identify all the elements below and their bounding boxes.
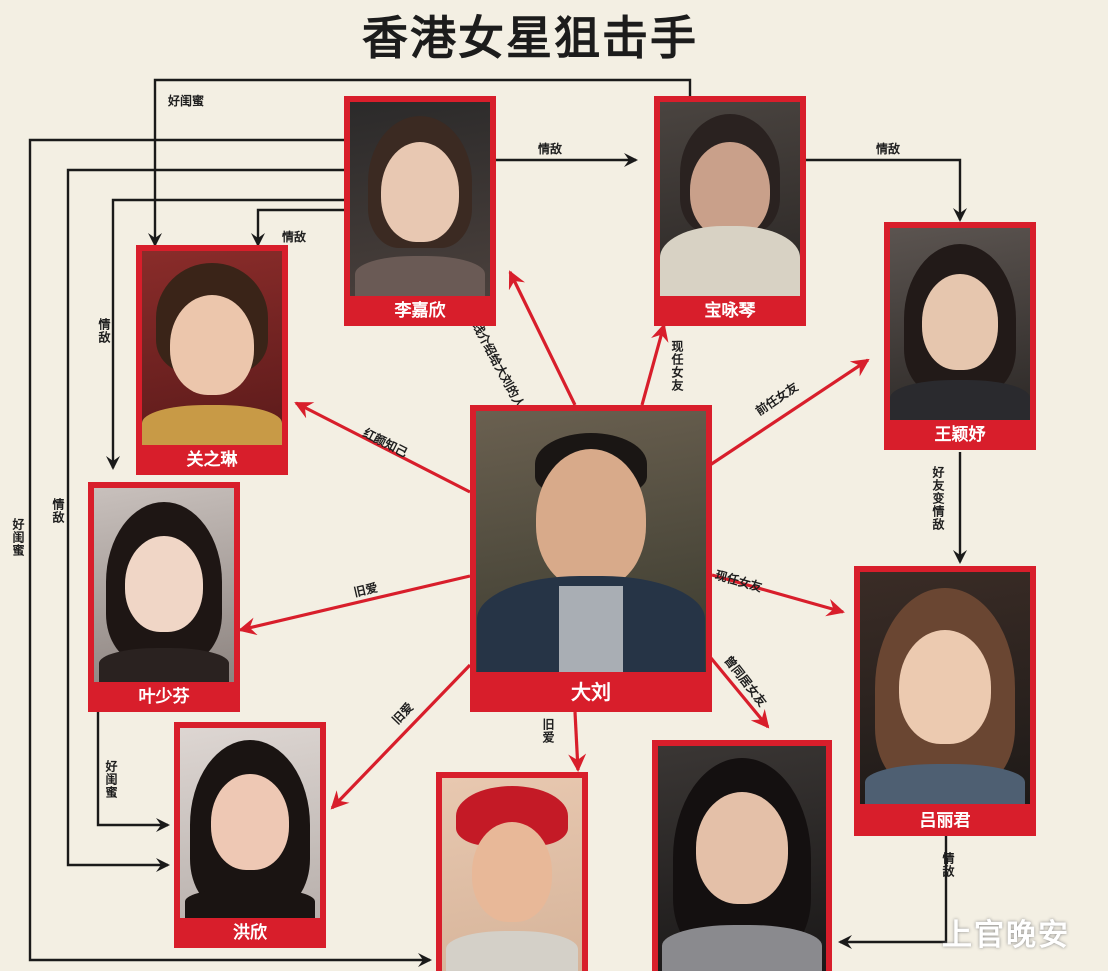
edge-ye-hong bbox=[96, 712, 170, 832]
edge-top-guimi bbox=[148, 78, 692, 247]
edge-left-loop2 bbox=[66, 168, 345, 872]
label-hao-guimi-far-left: 好闺蜜 bbox=[11, 518, 25, 557]
label-hao-guimi-top: 好闺蜜 bbox=[168, 94, 205, 108]
name-da-liu: 大刘 bbox=[571, 680, 611, 704]
photo-ye-shaofen bbox=[94, 488, 234, 682]
label-bottom-jiuai: 旧爱 bbox=[541, 718, 555, 744]
edge-bao-wang bbox=[806, 158, 967, 222]
name-wang-yingyu: 王颖妤 bbox=[934, 425, 986, 445]
label-qingdi-left: 情敌 bbox=[97, 318, 111, 344]
red-to-bottom-right bbox=[704, 650, 770, 729]
red-to-bottom bbox=[568, 711, 587, 772]
name-guan-zhilin: 关之琳 bbox=[186, 450, 238, 470]
card-bottom-right bbox=[652, 740, 832, 971]
photo-bottom-right bbox=[658, 746, 826, 971]
red-to-guan bbox=[294, 401, 471, 494]
name-bao-yuqin: 宝咏琴 bbox=[704, 301, 756, 321]
watermark: 上官晚安 bbox=[942, 918, 1070, 953]
card-da-liu: 大刘 bbox=[470, 405, 712, 712]
label-wang-lv: 好友变情敌 bbox=[931, 466, 945, 531]
label-qingdi-li-bao: 情敌 bbox=[538, 142, 563, 156]
name-lv-liping: 吕丽君 bbox=[919, 811, 971, 831]
edge-far-left bbox=[28, 138, 432, 967]
card-guan-zhilin: 关之琳 bbox=[136, 245, 288, 475]
red-to-bao bbox=[640, 323, 669, 406]
photo-hong-xin bbox=[180, 728, 320, 918]
name-li-jiaxin: 李嘉欣 bbox=[394, 301, 446, 321]
red-to-lv bbox=[711, 573, 845, 617]
card-bottom-center bbox=[436, 772, 588, 971]
edge-left-loop1 bbox=[106, 198, 345, 470]
card-bao-yuqin: 宝咏琴 bbox=[654, 96, 806, 326]
card-wang-yingyu: 王颖妤 bbox=[884, 222, 1036, 450]
red-to-hong bbox=[330, 663, 472, 810]
photo-da-liu bbox=[476, 411, 706, 672]
edge-lv-bottom bbox=[838, 836, 948, 949]
name-hong-xin: 洪欣 bbox=[233, 923, 267, 943]
photo-lv-liping bbox=[860, 572, 1030, 804]
label-qingdi-li-guan: 情敌 bbox=[282, 230, 307, 244]
label-bao-partner: 现任女友 bbox=[670, 340, 684, 392]
edge-li-guan bbox=[251, 208, 345, 247]
name-ye-shaofen: 叶少芬 bbox=[138, 687, 190, 707]
photo-bottom-center bbox=[442, 778, 582, 971]
label-lv-qingdi: 情敌 bbox=[941, 852, 955, 878]
photo-guan-zhilin bbox=[142, 251, 282, 445]
red-to-ye bbox=[238, 574, 471, 636]
photo-bao-yuqin bbox=[660, 102, 800, 296]
card-li-jiaxin: 李嘉欣 bbox=[344, 96, 496, 326]
label-qingdi-bao-wang: 情敌 bbox=[876, 142, 901, 156]
card-hong-xin: 洪欣 bbox=[174, 722, 326, 948]
card-lv-liping: 吕丽君 bbox=[854, 566, 1036, 836]
label-ye-hong-guimi: 好闺蜜 bbox=[104, 760, 118, 799]
red-to-li bbox=[508, 270, 577, 406]
photo-wang-yingyu bbox=[890, 228, 1030, 420]
red-to-wang bbox=[709, 358, 870, 467]
photo-li-jiaxin bbox=[350, 102, 490, 296]
page-title: 香港女星狙击手 bbox=[362, 11, 698, 65]
card-ye-shaofen: 叶少芬 bbox=[88, 482, 240, 712]
label-qingdi-left2: 情敌 bbox=[51, 498, 65, 524]
